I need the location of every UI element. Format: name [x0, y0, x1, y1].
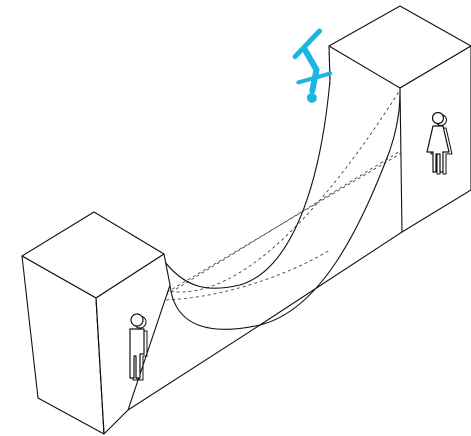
left-tower-block: [21, 211, 171, 435]
ramp-base-edge: [259, 231, 403, 326]
half-pipe-ramp: [127, 79, 403, 411]
hidden-floor-edge-front: [37, 149, 403, 375]
ramp-back-curve: [161, 79, 331, 289]
man-restroom-icon: [129, 313, 148, 381]
left-block-corner-edge: [95, 297, 105, 435]
skateboarder-icon: [292, 28, 333, 103]
right-tower-block: [328, 5, 471, 233]
ramp-front-curve: [169, 87, 401, 330]
hidden-ramp-lip: [159, 249, 331, 301]
woman-restroom-icon: [426, 111, 453, 175]
floor-front-edge: [127, 324, 261, 411]
right-block-top-face: [328, 5, 471, 89]
